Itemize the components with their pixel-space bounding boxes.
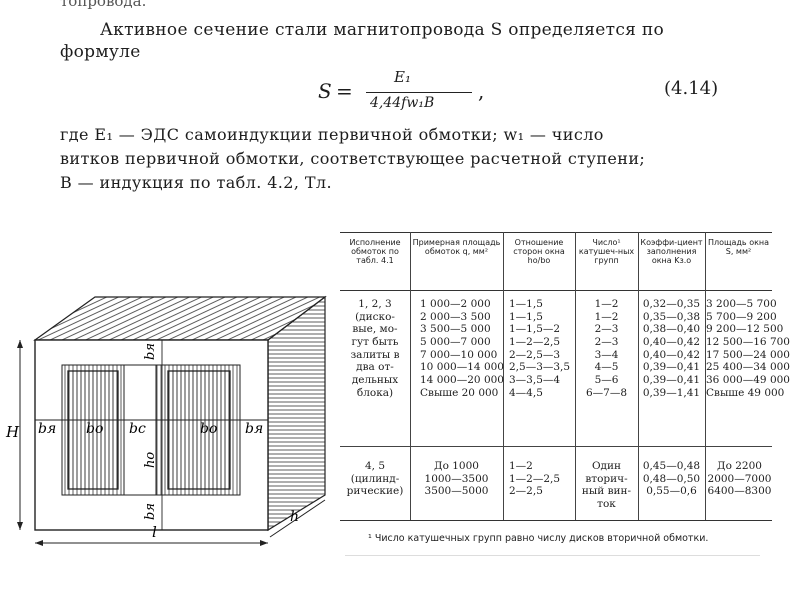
fraction-bar	[366, 92, 472, 93]
label-ho: ho	[143, 452, 158, 468]
header-fill: Коэффи-циент заполнения окна Kз.о	[640, 238, 703, 265]
formula-denominator: 4,44fw₁B	[370, 95, 435, 111]
label-by-left: bя	[38, 421, 56, 437]
formula-equals: =	[336, 79, 353, 103]
label-l: l	[152, 523, 157, 541]
header-ratio: Отношение сторон окна ho/bo	[513, 238, 565, 265]
label-by-top: bя	[143, 343, 158, 360]
paragraph-line-2: формуле	[60, 42, 141, 62]
header-groups: Число¹ катушеч-ных групп	[578, 238, 635, 265]
label-bo-right: bo	[200, 421, 217, 437]
table-bottom-rule	[340, 520, 772, 521]
label-H: H	[5, 423, 20, 441]
label-bo-left: bo	[86, 421, 103, 437]
where-line-2: витков первичной обмотки, соответствующе…	[60, 149, 646, 168]
paragraph-line-1: Активное сечение стали магнитопровода S …	[100, 20, 665, 40]
col-divider-1	[410, 232, 411, 520]
right-coil	[167, 370, 231, 490]
formula-4-14: S = E₁ 4,44fw₁B ,	[318, 68, 488, 118]
formula-numerator: E₁	[394, 68, 411, 86]
g1-execution-col: 1, 2, 3(диско- вые, мо-гут быть залиты в…	[350, 298, 400, 399]
col-divider-4	[638, 232, 639, 520]
formula-comma: ,	[478, 79, 485, 103]
col-divider-2	[503, 232, 504, 520]
footnote-rule	[345, 555, 760, 556]
header-window: Площадь окна S, мм²	[707, 238, 770, 256]
transformer-core-drawing: H l h bя bo bc bo bя bя ho bя	[5, 295, 327, 546]
formula-lhs: S	[318, 79, 332, 103]
label-h: h	[290, 509, 299, 525]
table-group-rule	[340, 446, 772, 447]
g2-execution-col: 4, 5(цилинд- рические)	[346, 460, 404, 498]
table-top-rule	[340, 232, 772, 233]
header-area: Примерная площадь обмоток q, мм²	[412, 238, 501, 256]
label-bc: bc	[129, 421, 146, 437]
where-line-3: B — индукция по табл. 4.2, Тл.	[60, 173, 332, 192]
equation-number: (4.14)	[664, 78, 719, 99]
header-execution: Исполнение обмоток по табл. 4.1	[349, 238, 401, 265]
label-by-right: bя	[245, 421, 263, 437]
table-footnote: ¹ Число катушечных групп равно числу дис…	[368, 533, 709, 544]
where-line-1: где E₁ — ЭДС самоиндукции первичной обмо…	[60, 125, 604, 144]
table-header-rule	[340, 290, 772, 291]
previous-page-fragment: топровода.	[60, 0, 147, 10]
left-coil	[67, 370, 119, 490]
label-by-bottom: bя	[143, 503, 158, 520]
col-divider-5	[705, 232, 706, 520]
col-divider-3	[575, 232, 576, 520]
